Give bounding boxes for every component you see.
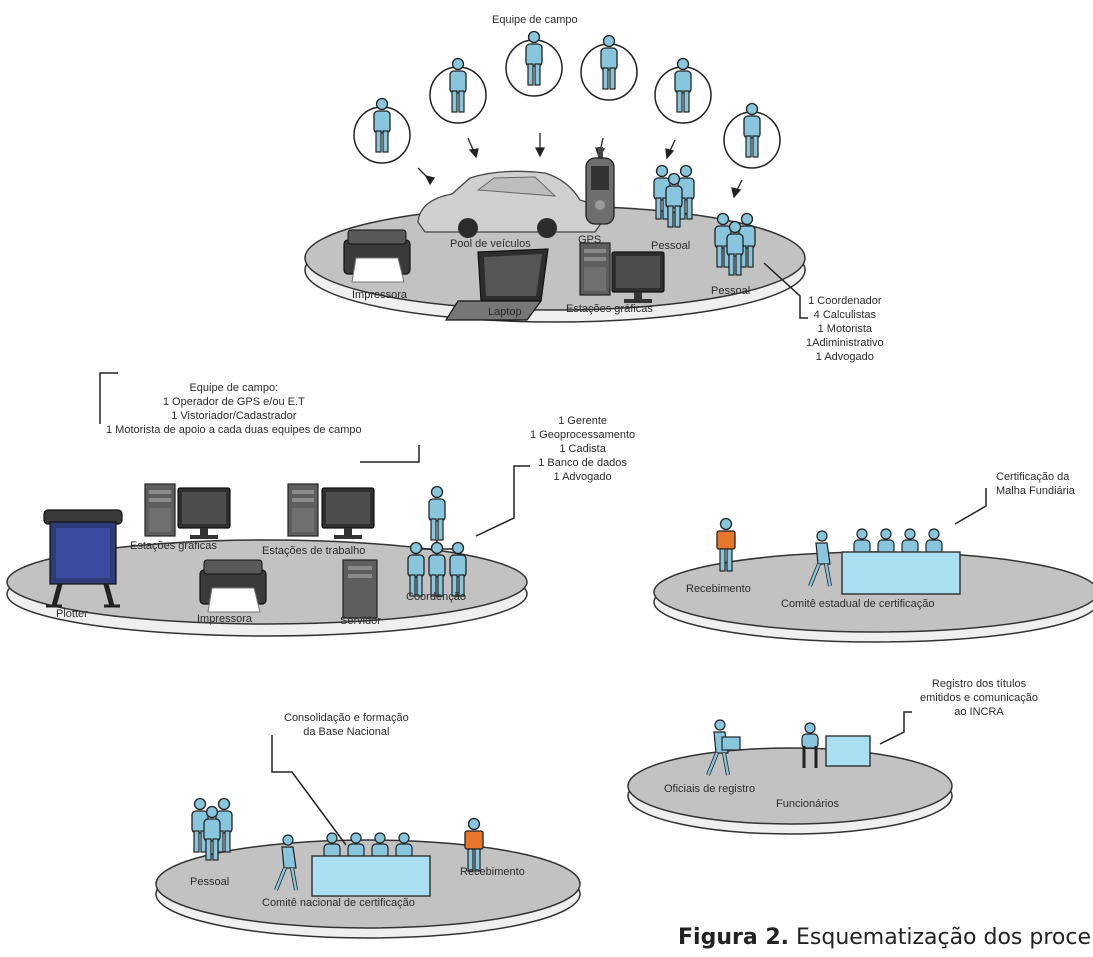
management-box: 1 Gerente 1 Geoprocessamento 1 Cadista 1…	[530, 414, 635, 484]
committee-icon	[841, 528, 961, 595]
workstations-label: Estações gráficas	[566, 303, 653, 315]
field-team-box: Equipe de campo: 1 Operador de GPS e/ou …	[106, 381, 362, 437]
state-note: Certificação da Malha Fundiária	[996, 470, 1075, 498]
field-arrows	[417, 133, 743, 199]
management-line: 1 Gerente	[558, 415, 608, 427]
role-line: 1 Coordenador	[808, 295, 882, 307]
field-team-line: 1 Motorista de apoio a cada duas equipes…	[106, 424, 362, 436]
staff-group-icon	[192, 799, 232, 861]
printer-label: Impressora	[352, 289, 408, 301]
role-line: 1 Motorista	[817, 323, 873, 335]
role-line: 1 Advogado	[815, 351, 874, 363]
registry-note-line: Registro dos títulos	[931, 678, 1027, 690]
registry-officers-label: Oficiais de registro	[664, 783, 756, 795]
gps-label: GPS	[578, 234, 602, 246]
laptop-icon	[444, 248, 549, 321]
national-committee-label: Comitê nacional de certificação	[262, 897, 415, 909]
plotter-icon	[43, 509, 123, 608]
state-note-line: Malha Fundiária	[996, 485, 1075, 497]
registry-note-line: emitidos e comunicação	[920, 692, 1039, 704]
staff-label: Pessoal	[651, 240, 691, 252]
staff-label: Pessoal	[190, 876, 230, 888]
caption-number: Figura 2.	[678, 925, 789, 950]
national-note-line: Consolidação e formação	[284, 712, 409, 724]
committee-icon	[311, 832, 431, 897]
workstation-icon	[287, 483, 375, 540]
management-line: 1 Cadista	[559, 443, 606, 455]
callout-lines	[99, 262, 987, 846]
field-team-line: Equipe de campo:	[189, 382, 279, 394]
field-team-line: 1 Vistoriador/Cadastrador	[171, 410, 297, 422]
role-line: 1Adiministrativo	[806, 337, 884, 349]
caption-text: Esquematização dos proce	[789, 925, 1092, 950]
work-stations-label: Estações de trabalho	[262, 545, 366, 557]
management-line: 1 Geoprocessamento	[530, 429, 636, 441]
printer-label: Impressora	[197, 613, 253, 625]
laptop-label: Laptop	[488, 306, 522, 318]
registry-note: Registro dos títulos emitidos e comunica…	[920, 677, 1038, 719]
top-roles-list: 1 Coordenador 4 Calculistas 1 Motorista …	[806, 294, 884, 364]
receiving-label: Recebimento	[460, 866, 525, 878]
walking-person-icon	[706, 718, 741, 777]
registry-platform	[627, 747, 953, 835]
car-icon	[417, 170, 603, 238]
workstations-label: Estações gráficas	[130, 540, 217, 552]
figure-caption: Figura 2. Esquematização dos proce	[678, 925, 1091, 950]
plotter-label: Plotter	[56, 608, 88, 620]
workstation-icon	[144, 483, 231, 540]
receiving-label: Recebimento	[686, 583, 751, 595]
staff-label: Pessoal	[711, 285, 751, 297]
mid-platform	[6, 539, 528, 637]
field-team-title: Equipe de campo	[492, 14, 578, 26]
field-person-circles	[353, 30, 781, 169]
state-note-line: Certificação da	[996, 471, 1070, 483]
server-label: Servidor	[340, 615, 381, 627]
role-line: 4 Calculistas	[813, 309, 876, 321]
national-note: Consolidação e formação da Base Nacional	[284, 711, 409, 739]
printer-icon	[199, 559, 267, 613]
printer-icon	[343, 229, 411, 283]
national-note-line: da Base Nacional	[303, 726, 390, 738]
vehicle-pool-label: Pool de veículos	[450, 238, 531, 250]
field-team-line: 1 Operador de GPS e/ou E.T	[162, 396, 305, 408]
org-chart-icon	[407, 485, 467, 597]
employees-label: Funcionários	[776, 798, 839, 810]
server-icon	[342, 559, 378, 619]
state-committee-label: Comitê estadual de certificação	[781, 598, 935, 610]
seated-worker-icon	[801, 722, 871, 768]
coordination-label: Coordenção	[406, 591, 466, 603]
registry-note-line: ao INCRA	[954, 706, 1004, 718]
management-line: 1 Advogado	[553, 471, 612, 483]
management-line: 1 Banco de dados	[538, 457, 627, 469]
gps-icon	[585, 147, 615, 225]
